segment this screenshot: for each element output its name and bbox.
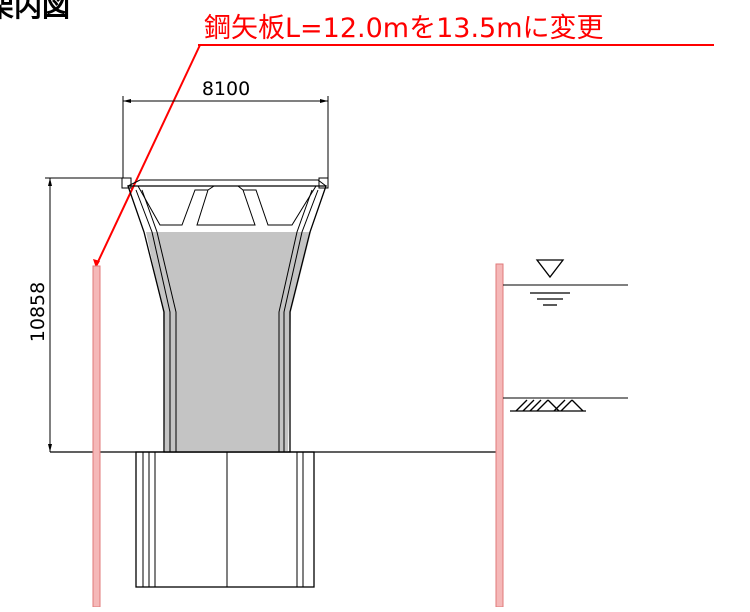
- ground-hatch-icon: [510, 399, 586, 412]
- inner-wall-right-2: [278, 189, 313, 452]
- width-dimension-label: 8100: [202, 78, 250, 100]
- top-slab-line: [127, 179, 327, 187]
- top-edge-right: [318, 177, 329, 189]
- fill-material: [146, 232, 311, 452]
- sheet-pile-right: [495, 263, 504, 608]
- cavity-right: [243, 185, 317, 226]
- inner-wall-left-2: [141, 189, 177, 452]
- foundation-block: [135, 451, 315, 588]
- height-dim-arrow-bottom: [48, 444, 52, 452]
- cavity-left: [137, 185, 208, 226]
- leader-arrowhead: [93, 259, 100, 268]
- width-dim-arrow-left: [123, 99, 131, 103]
- water-level-icon: [530, 259, 570, 306]
- drawing-heading: 架内図: [0, 0, 70, 23]
- inner-wall-right-1: [283, 189, 319, 452]
- sheet-pile-left: [92, 265, 101, 608]
- inner-wall-left-1: [135, 189, 171, 452]
- cavity-center: [196, 189, 256, 226]
- annotation-leader-line: [95, 44, 201, 267]
- annotation-text: 鋼矢板L=12.0mを13.5mに変更: [204, 13, 604, 44]
- top-edge-left: [121, 177, 132, 189]
- width-dim-arrow-right: [320, 99, 328, 103]
- cavity-center-top: [207, 185, 244, 191]
- height-dim-arrow-top: [48, 178, 52, 186]
- height-dimension-label: 10858: [27, 282, 49, 342]
